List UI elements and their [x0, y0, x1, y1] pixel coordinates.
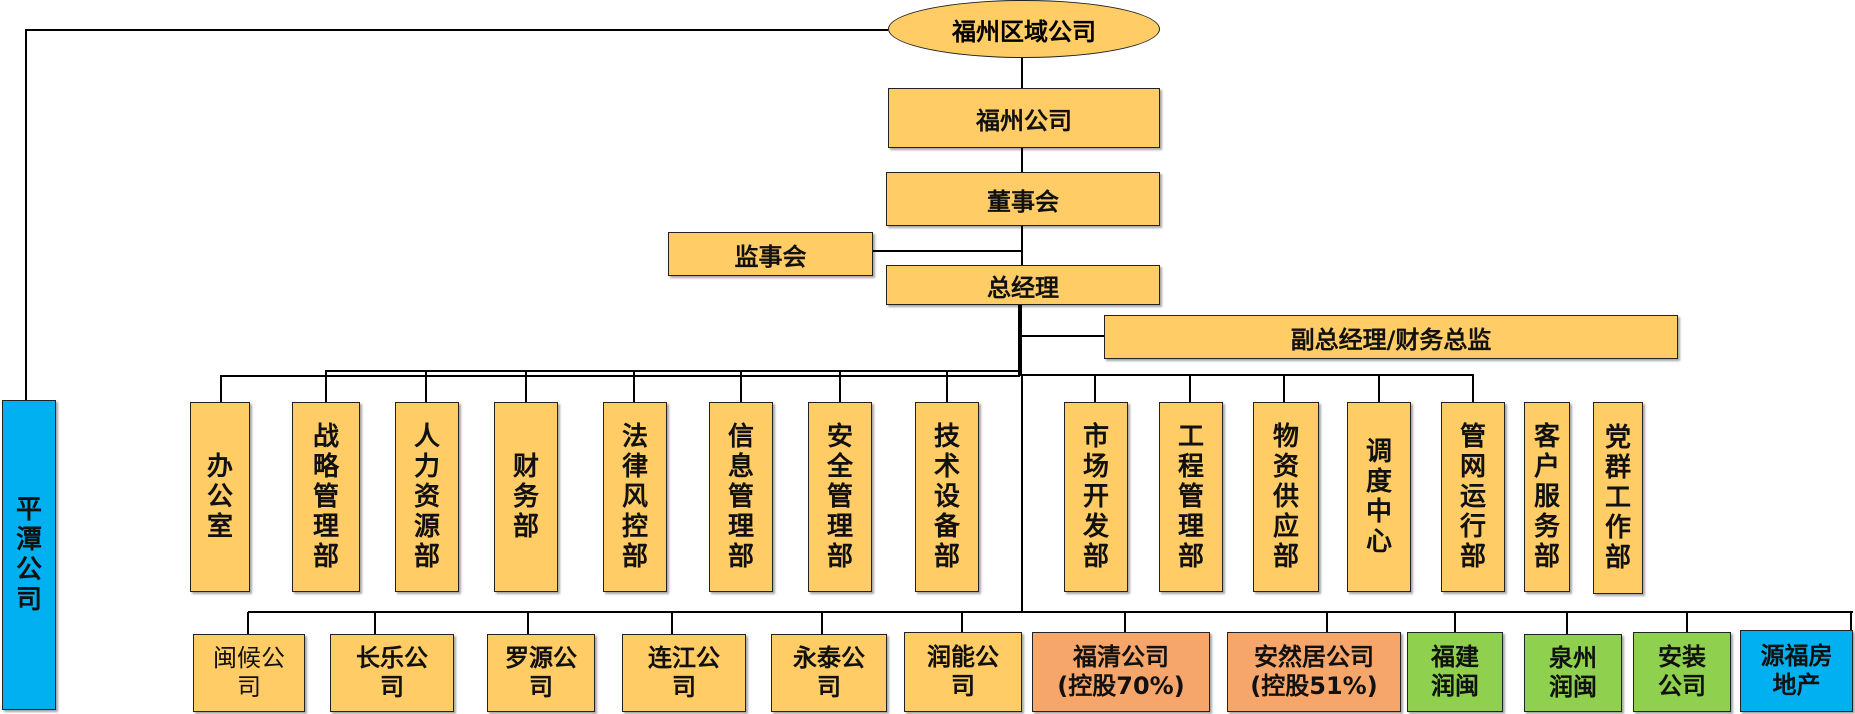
department-node: 信息管理部: [709, 402, 773, 592]
subsidiary-label-line1: 泉州: [1549, 644, 1597, 672]
subsidiary-label-line1: 闽候公: [213, 644, 285, 672]
department-node: 安全管理部: [808, 402, 872, 592]
subsidiary-node: 福清公司(控股70%): [1032, 632, 1210, 712]
department-label: 物资供应部: [1272, 422, 1299, 572]
subsidiary-label-line2: 司: [529, 673, 553, 701]
subsidiary-label-line2: (控股51%): [1250, 672, 1378, 700]
subsidiary-node: 安装公司: [1633, 632, 1731, 712]
subsidiary-label-line2: 润闽: [1431, 672, 1479, 700]
fuzhou-company-label: 福州公司: [976, 106, 1072, 135]
department-node: 工程管理部: [1159, 402, 1223, 592]
department-node: 物资供应部: [1253, 402, 1319, 592]
department-node: 法律风控部: [603, 402, 667, 592]
department-label: 客户服务部: [1533, 422, 1560, 572]
subsidiary-node: 闽候公司: [193, 634, 305, 712]
department-label: 工程管理部: [1177, 422, 1204, 572]
department-label: 党群工作部: [1604, 423, 1631, 573]
department-label: 市场开发部: [1082, 422, 1109, 572]
region-company-label: 福州区域公司: [952, 17, 1096, 46]
department-label: 办公室: [206, 452, 233, 542]
subsidiary-label-line2: 润闽: [1549, 673, 1597, 701]
subsidiary-label-line2: 司: [380, 673, 404, 701]
subsidiary-label-line2: 司: [951, 672, 975, 700]
general-manager-node: 总经理: [886, 265, 1160, 305]
department-node: 技术设备部: [915, 402, 979, 592]
department-node: 战略管理部: [292, 402, 360, 592]
pingtan-company-node: 平潭公司: [2, 400, 56, 710]
subsidiary-node: 连江公司: [622, 634, 746, 712]
subsidiary-label-line1: 长乐公: [356, 644, 428, 672]
pingtan-company-label: 平潭公司: [15, 495, 42, 615]
subsidiary-label-line1: 润能公: [927, 643, 999, 671]
department-label: 战略管理部: [312, 422, 339, 572]
department-node: 调度中心: [1347, 402, 1411, 592]
subsidiary-label-line2: 司: [817, 673, 841, 701]
department-label: 管网运行部: [1459, 422, 1486, 572]
subsidiary-node: 安然居公司(控股51%): [1227, 632, 1401, 712]
department-node: 客户服务部: [1524, 402, 1570, 592]
subsidiary-label-line2: 地产: [1772, 671, 1821, 699]
subsidiary-node: 永泰公司: [771, 634, 887, 712]
supervisors-label: 监事会: [734, 242, 807, 271]
subsidiary-label-line1: 罗源公: [505, 644, 577, 672]
subsidiary-node: 福建润闽: [1407, 632, 1503, 712]
department-node: 管网运行部: [1441, 402, 1505, 592]
subsidiary-label-line2: 公司: [1658, 672, 1706, 700]
department-label: 法律风控部: [621, 422, 648, 572]
subsidiary-node: 润能公司: [904, 632, 1022, 712]
department-label: 技术设备部: [933, 422, 960, 572]
general-manager-label: 总经理: [987, 273, 1059, 302]
subsidiary-node: 泉州润闽: [1524, 634, 1622, 712]
department-node: 办公室: [190, 402, 250, 592]
board-node: 董事会: [886, 172, 1160, 226]
subsidiary-node: 长乐公司: [330, 634, 454, 712]
subsidiary-label-line1: 源福房: [1760, 642, 1833, 670]
fuzhou-company-node: 福州公司: [888, 88, 1160, 148]
subsidiary-node: 罗源公司: [487, 634, 595, 712]
subsidiary-label-line2: (控股70%): [1057, 672, 1185, 700]
department-node: 人力资源部: [395, 402, 459, 592]
subsidiary-node: 源福房地产: [1740, 630, 1853, 712]
subsidiary-label-line1: 福建: [1431, 643, 1479, 671]
subsidiary-label-line2: 司: [672, 673, 696, 701]
subsidiary-label-line1: 安装: [1658, 643, 1706, 671]
deputy-gm-node: 副总经理/财务总监: [1104, 315, 1678, 359]
subsidiary-label-line1: 安然居公司: [1253, 643, 1374, 671]
board-label: 董事会: [987, 187, 1059, 216]
department-label: 人力资源部: [413, 422, 440, 572]
subsidiary-label-line2: 司: [237, 673, 261, 701]
subsidiary-label-line1: 福清公司: [1072, 643, 1169, 671]
department-label: 安全管理部: [826, 422, 853, 572]
department-label: 信息管理部: [727, 422, 754, 572]
department-node: 财务部: [494, 402, 558, 592]
department-label: 财务部: [512, 452, 539, 542]
supervisors-node: 监事会: [668, 232, 873, 276]
department-label: 调度中心: [1365, 437, 1392, 557]
subsidiary-label-line1: 永泰公: [793, 644, 865, 672]
region-company-node: 福州区域公司: [888, 0, 1160, 58]
department-node: 党群工作部: [1593, 402, 1643, 594]
deputy-gm-label: 副总经理/财务总监: [1290, 325, 1492, 354]
department-node: 市场开发部: [1064, 402, 1128, 592]
subsidiary-label-line1: 连江公: [648, 644, 720, 672]
